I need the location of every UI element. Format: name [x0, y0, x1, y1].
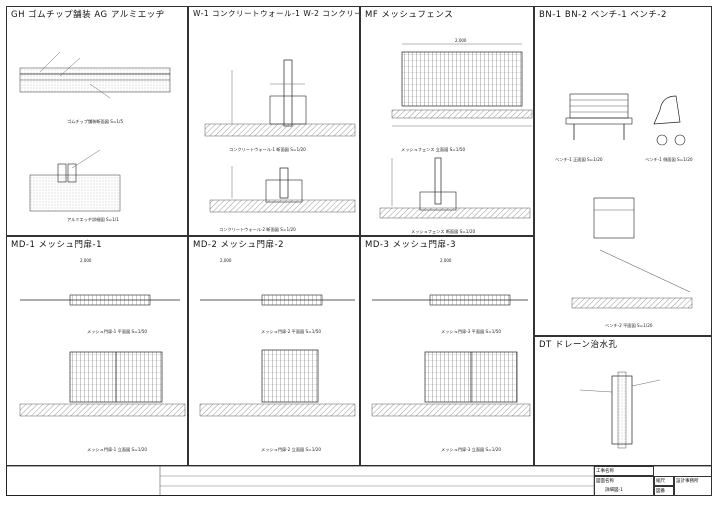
w1-section-drawing — [204, 59, 356, 137]
gh-section-drawing — [19, 51, 171, 99]
caption-md1-2: メッシュ門扉-1 立面図 S=1/20 — [87, 447, 148, 452]
caption-gh-1: ゴムチップ舗装断面図 S=1/5 — [67, 119, 124, 124]
w2-section-drawing — [209, 166, 356, 213]
bench1-front-drawing — [565, 93, 633, 140]
tb-number-label: 図番 — [654, 486, 674, 496]
caption-md2-1: メッシュ門扉-2 平面図 S=1/50 — [261, 329, 322, 334]
panel-mf: MF メッシュフェンス メッシュフェンス 立面図 S=1/50 メッシュフェンス… — [360, 6, 534, 236]
caption-md3-2: メッシュ門扉-3 立面図 S=1/20 — [441, 447, 502, 452]
panel-md3: MD-3 メッシュ門扉-3 メッシュ門扉-3 平面図 S=1/50 メッシュ門扉… — [360, 236, 534, 466]
md3-plan-drawing — [372, 294, 528, 306]
tb-drawing-label: 図面名称 — [594, 476, 654, 496]
mf-elevation-drawing — [391, 43, 533, 127]
tb-scale-label: 縮尺 — [654, 476, 674, 486]
tb-project-label: 工事名称 — [594, 466, 654, 476]
panel-md1: MD-1 メッシュ門扉-1 メッシュ門扉-1 平面図 S=1/50 メッシュ門扉… — [6, 236, 188, 466]
panel-title-md3: MD-3 メッシュ門扉-3 — [365, 240, 457, 250]
tb-drawing-name: 詳細図-1 — [605, 488, 623, 493]
md2-elevation-drawing — [199, 349, 356, 417]
dim-md1-2000: 2,000 — [80, 258, 92, 263]
bench2-plan-drawing — [571, 197, 693, 309]
dt-drain-drawing — [579, 371, 661, 449]
md1-plan-drawing — [20, 294, 180, 306]
panel-w: W-1 コンクリートウォール-1 W-2 コンクリートウォール-2 コンクリート… — [188, 6, 360, 236]
caption-md3-1: メッシュ門扉-3 平面図 S=1/50 — [441, 329, 502, 334]
panel-title-md2: MD-2 メッシュ門扉-2 — [193, 240, 285, 250]
caption-w-1: コンクリートウォール-1 断面図 S=1/20 — [229, 147, 306, 152]
panel-title-mf: MF メッシュフェンス — [365, 10, 454, 20]
panel-gh: GH ゴムチップ舗装 AG アルミエッヂ ゴムチップ舗装断面図 S=1/5 アル… — [6, 6, 188, 236]
dim-mf-2000: 2,000 — [455, 38, 467, 43]
panel-bn: BN-1 BN-2 ベンチ-1 ベンチ-2 ベンチ-1 正面図 S=1/20 ベ… — [534, 6, 712, 336]
md3-elevation-drawing — [371, 351, 531, 417]
mf-section-drawing — [379, 157, 531, 219]
dim-md3-2000: 2,000 — [440, 258, 452, 263]
panel-title-gh: GH ゴムチップ舗装 AG アルミエッヂ — [11, 10, 165, 20]
panel-dt: DT ドレーン治水孔 — [534, 336, 712, 466]
panel-title-dt: DT ドレーン治水孔 — [539, 340, 618, 350]
panel-title-bn: BN-1 BN-2 ベンチ-1 ベンチ-2 — [539, 10, 667, 20]
md2-plan-drawing — [200, 294, 355, 306]
caption-w-2: コンクリートウォール-2 断面図 S=1/20 — [219, 227, 296, 232]
tb-company-label: 設計事務所 — [674, 476, 712, 496]
title-block: 工事名称 図面名称 詳細図-1 縮尺 図番 設計事務所 — [6, 466, 712, 496]
panel-md2: MD-2 メッシュ門扉-2 メッシュ門扉-2 平面図 S=1/50 メッシュ門扉… — [188, 236, 360, 466]
gh-edge-detail — [29, 149, 121, 212]
bench1-side-drawing — [653, 95, 686, 146]
caption-bn-1: ベンチ-1 正面図 S=1/20 — [555, 157, 603, 162]
caption-bn-2: ベンチ-1 側面図 S=1/20 — [645, 157, 693, 162]
caption-bn-3: ベンチ-2 平面図 S=1/20 — [605, 323, 653, 328]
md1-elevation-drawing — [19, 351, 186, 417]
caption-gh-2: アルミエッヂ詳細図 S=1/1 — [67, 217, 119, 222]
caption-md1-1: メッシュ門扉-1 平面図 S=1/50 — [87, 329, 148, 334]
dim-md2-2000: 2,000 — [220, 258, 232, 263]
panel-title-md1: MD-1 メッシュ門扉-1 — [11, 240, 103, 250]
panel-title-w: W-1 コンクリートウォール-1 W-2 コンクリートウォール-2 — [193, 9, 359, 18]
caption-md2-2: メッシュ門扉-2 立面図 S=1/20 — [261, 447, 322, 452]
caption-mf-1: メッシュフェンス 立面図 S=1/50 — [401, 147, 466, 152]
caption-mf-2: メッシュフェンス 断面図 S=1/20 — [411, 229, 476, 234]
